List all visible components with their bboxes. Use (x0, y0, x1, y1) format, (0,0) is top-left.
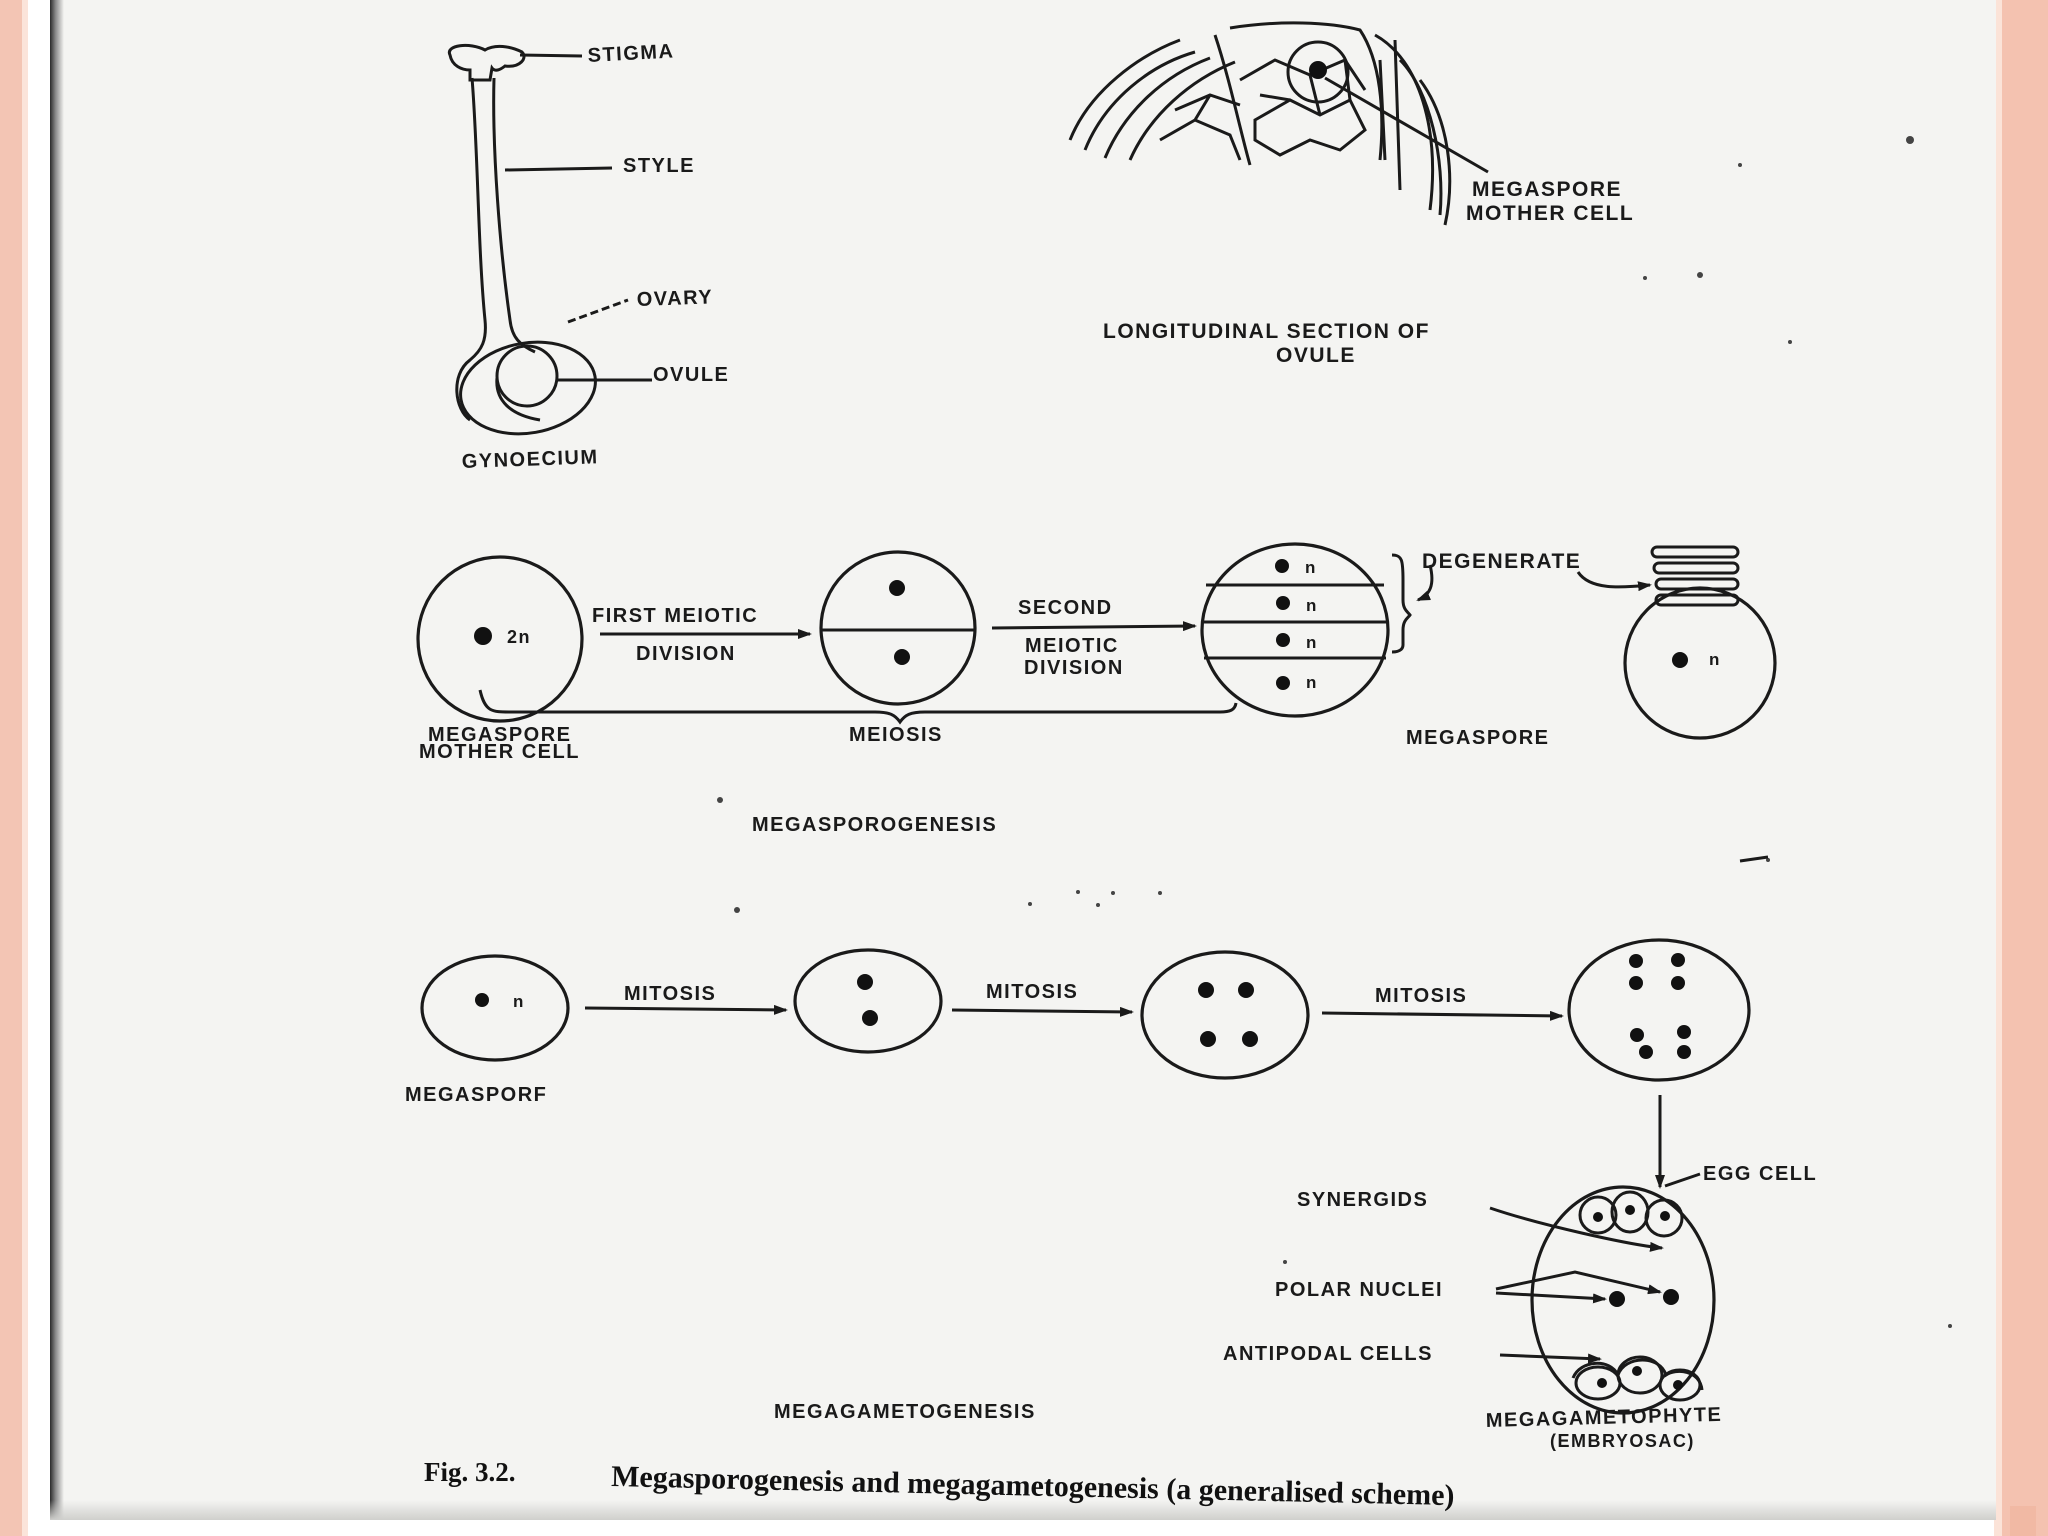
label-mitosis-3: MITOSIS (1375, 985, 1467, 1007)
megagametogenesis-title: MEGAGAMETOGENESIS (774, 1401, 1036, 1423)
tetrad-cell (1200, 542, 1390, 718)
label-meiosis: MEIOSIS (849, 724, 943, 746)
ovule-section-drawing (1068, 21, 1452, 226)
label-ovule: OVULE (653, 364, 729, 386)
label-style: STYLE (623, 155, 695, 177)
gynoecium-title: GYNOECIUM (461, 446, 599, 473)
dyad-cell (819, 550, 977, 706)
arrow-first-meiotic-line2: DIVISION (636, 643, 736, 665)
tetrad-ploidy-3: n (1306, 633, 1318, 652)
label-ovary: OVARY (636, 286, 713, 311)
caption-text: Megasporogenesis and megagametogenesis (… (611, 1460, 1455, 1512)
slide-border-right (2002, 0, 2048, 1536)
mitosis-stage-3-cell (1140, 950, 1310, 1080)
arrow-first-meiotic-line1: FIRST MEIOTIC (592, 605, 758, 627)
label-megagametophyte: MEGAGAMETOPHYTE (1486, 1404, 1723, 1432)
label-egg-cell: EGG CELL (1703, 1163, 1817, 1185)
functional-megaspore-cell (1623, 586, 1777, 740)
ploidy-2n: 2n (507, 627, 531, 647)
scanned-page (50, 0, 1996, 1520)
embryo-sac (1530, 1185, 1716, 1415)
start-ploidy: n (513, 992, 525, 1011)
slide-corner-box (2010, 1506, 2036, 1536)
scan-specks (717, 136, 1952, 1328)
megaspore-ploidy: n (1709, 650, 1721, 669)
arrow-second-meiotic-line2: MEIOTIC (1025, 635, 1119, 657)
mitosis-stage-4-cell (1567, 938, 1751, 1082)
label-megaspore-mother-cell-line2: MOTHER CELL (1466, 202, 1634, 225)
megaspore-mother-cell (416, 555, 584, 723)
label-embryosac: (EMBRYOSAC) (1550, 1431, 1695, 1451)
label-stigma: STIGMA (587, 40, 675, 67)
label-mmc-line2: MOTHER CELL (419, 741, 580, 763)
page-edge-shadow (50, 0, 64, 1520)
label-megaspore: MEGASPORE (1406, 727, 1550, 749)
tetrad-ploidy-1: n (1305, 558, 1317, 577)
tetrad-ploidy-2: n (1306, 596, 1318, 615)
slide-border-left (0, 0, 22, 1536)
page-bottom-shadow (50, 1500, 1996, 1520)
slide-border-right-inner (1994, 0, 2002, 1536)
label-megaspore-start: MEGASPORF (405, 1084, 547, 1106)
ovule-section-title-line1: LONGITUDINAL SECTION OF (1103, 320, 1430, 343)
arrow-second-meiotic-line1: SECOND (1018, 597, 1113, 619)
gynoecium-drawing (447, 43, 597, 436)
megasporogenesis-title: MEGASPOROGENESIS (752, 814, 997, 836)
caption-fig-number: Fig. 3.2. (424, 1457, 516, 1487)
label-antipodal-cells: ANTIPODAL CELLS (1223, 1343, 1433, 1365)
arrow-second-meiotic-line3: DIVISION (1024, 657, 1124, 679)
label-megaspore-mother-cell-line1: MEGASPORE (1472, 178, 1622, 201)
label-synergids: SYNERGIDS (1297, 1189, 1428, 1211)
label-degenerate: DEGENERATE (1422, 550, 1581, 573)
label-mmc-line1: MEGASPORE (428, 724, 572, 746)
label-polar-nuclei: POLAR NUCLEI (1275, 1279, 1443, 1301)
mitosis-stage-1-cell (420, 954, 570, 1062)
ovule-section-title-line2: OVULE (1276, 344, 1356, 367)
label-mitosis-2: MITOSIS (986, 981, 1078, 1003)
tetrad-ploidy-4: n (1306, 673, 1318, 692)
label-mitosis-1: MITOSIS (624, 983, 716, 1005)
slide-border-left-inner (22, 0, 28, 1536)
mitosis-stage-2-cell (793, 948, 943, 1054)
